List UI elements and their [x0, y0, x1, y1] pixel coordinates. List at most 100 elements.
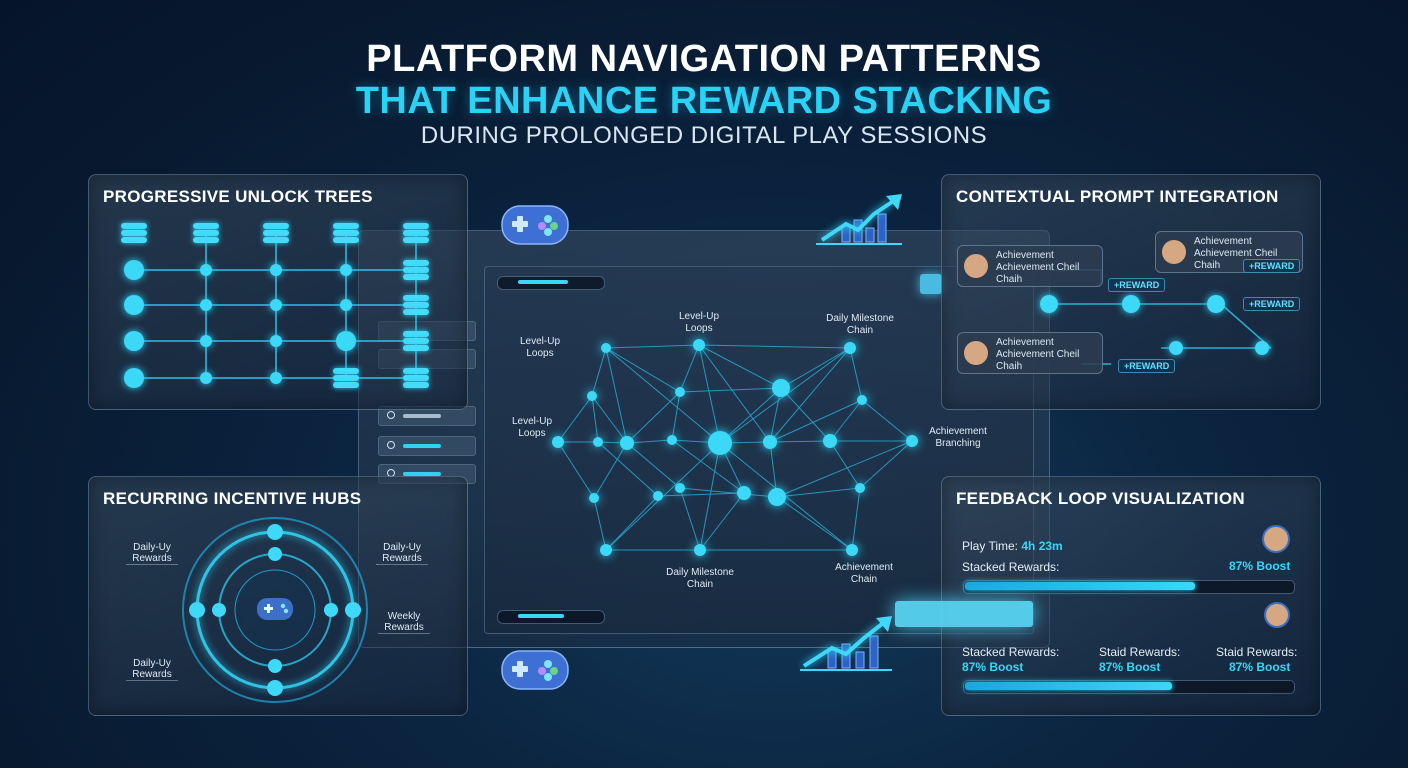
network-edge [626, 391, 681, 444]
network-node [763, 435, 777, 449]
network-edge [769, 440, 831, 443]
network-edge [849, 347, 863, 401]
trending-chart-icon [800, 616, 892, 671]
network-edge [861, 399, 913, 442]
network-edge [605, 344, 700, 349]
network-edge [671, 439, 745, 494]
network-edge [776, 496, 853, 551]
network-edge [698, 344, 851, 349]
network-edge [591, 395, 628, 444]
network-edge [626, 442, 681, 489]
bottom-stat-value: 87% Boost [962, 660, 1024, 674]
reward-tag: +REWARD [1243, 259, 1301, 273]
tree-node [340, 264, 352, 276]
database-icon [121, 223, 147, 243]
bottom-stat-label: Stacked Rewards: [962, 645, 1060, 659]
network-label: Daily Milestone Chain [826, 313, 894, 336]
network-edge [679, 487, 701, 551]
network-node [768, 488, 786, 506]
sidebar-bar [403, 444, 441, 448]
network-edges [557, 344, 913, 551]
network-edge [780, 387, 831, 442]
prompt-graphic [1040, 269, 1272, 365]
network-edge [829, 440, 861, 489]
tree-node [336, 331, 356, 351]
achievement-card[interactable]: Achievement Achievement Cheil Chaih [957, 332, 1103, 374]
sidebar-row[interactable] [378, 436, 476, 456]
bottom-stat-value: 87% Boost [1099, 660, 1161, 674]
incentive-hub-graphic [182, 517, 368, 703]
network-edge [671, 391, 681, 441]
bottom-stat-value: 87% Boost [1229, 660, 1291, 674]
sidebar-bar [403, 472, 441, 476]
avatar [1262, 525, 1290, 553]
network-edge [679, 387, 782, 393]
tree-node [270, 372, 282, 384]
network-label: Achievement Branching [929, 426, 987, 449]
rewards-progress-bar [963, 580, 1295, 594]
network-edge [769, 387, 782, 443]
network-node [589, 493, 599, 503]
network-edge [657, 492, 745, 497]
network-edge [557, 441, 595, 499]
network-nodes [552, 339, 918, 556]
avatar [1162, 240, 1186, 264]
network-node [675, 387, 685, 397]
panel-title: CONTEXTUAL PROMPT INTEGRATION [956, 187, 1279, 206]
database-icon [193, 223, 219, 243]
network-edge [605, 347, 721, 444]
tree-node [200, 299, 212, 311]
network-node [587, 391, 597, 401]
gamepad-icon [501, 205, 569, 245]
network-edge [776, 440, 913, 498]
network-node [906, 435, 918, 447]
network-node [772, 379, 790, 397]
network-label: Level-Up Loops [511, 416, 553, 439]
network-edge [699, 442, 721, 551]
database-icon [403, 260, 429, 280]
achievement-card[interactable]: Achievement Achievement Cheil Chaih [957, 245, 1103, 287]
network-node [675, 483, 685, 493]
tree-node [340, 299, 352, 311]
tree-node [124, 368, 144, 388]
network-node [857, 395, 867, 405]
network-edge [597, 441, 659, 497]
network-node [855, 483, 865, 493]
reward-tag: +REWARD [1118, 359, 1176, 373]
tree-node [270, 264, 282, 276]
tree-node [200, 264, 212, 276]
tree-node [124, 295, 144, 315]
network-edge [698, 344, 721, 444]
avatar [964, 341, 988, 365]
network-edge [626, 439, 673, 444]
database-icon [403, 295, 429, 315]
tree-node [200, 335, 212, 347]
sidebar-bar [403, 414, 441, 418]
network-node [708, 431, 732, 455]
progress-fill [965, 582, 1195, 590]
tree-node [270, 335, 282, 347]
tree-node [270, 299, 282, 311]
network-edge [776, 487, 861, 498]
sidebar-row[interactable] [378, 406, 476, 426]
network-label: Level-Up Loops [519, 336, 561, 359]
network-node [694, 544, 706, 556]
hub-label: Daily-Uy Rewards [126, 658, 178, 681]
hub-label: Daily-Uy Rewards [376, 542, 428, 565]
network-node [846, 544, 858, 556]
play-time-label: Play Time: 4h 23m [962, 539, 1063, 553]
bottom-stat-label: Staid Rewards: [1099, 645, 1181, 659]
network-edge [557, 395, 593, 443]
database-icon [403, 223, 429, 243]
reward-tag: +REWARD [1243, 297, 1301, 311]
panel-title: PROGRESSIVE UNLOCK TREES [103, 187, 373, 206]
highlight-tab[interactable] [920, 274, 942, 294]
database-icon [263, 223, 289, 243]
network-edge [591, 347, 607, 397]
network-edge [605, 495, 659, 551]
network-node [601, 343, 611, 353]
network-edge [605, 347, 681, 393]
network-label: Achievement Chain [835, 562, 893, 585]
highlight-button[interactable] [895, 601, 1033, 627]
